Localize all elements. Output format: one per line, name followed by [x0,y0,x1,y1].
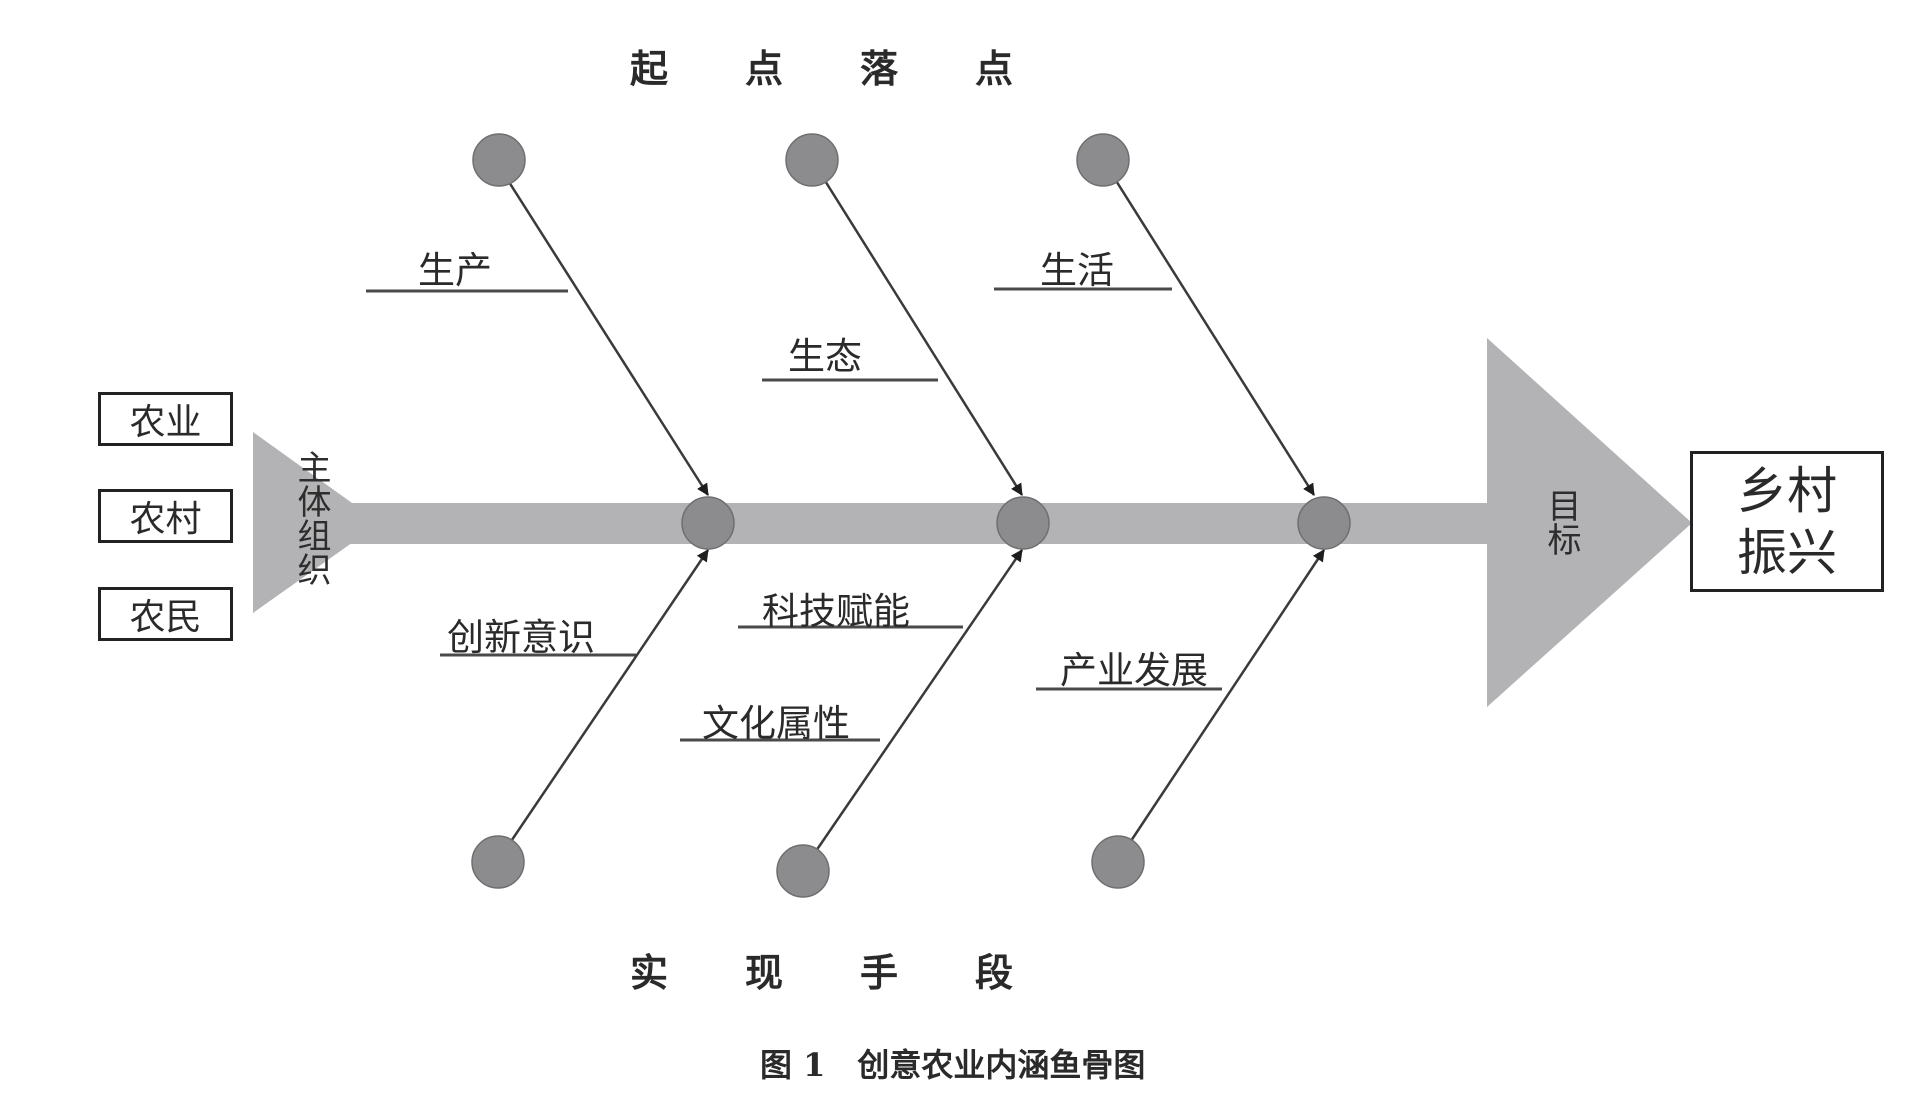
subject-box-countryside: 农村 [98,489,233,543]
bottom-node-1 [471,835,525,889]
header-bottom: 实现手段 [630,950,1091,995]
subject-box-farmers: 农民 [98,587,233,641]
label-shengchan: 生产 [418,249,492,292]
bone-bottom-3 [1115,549,1326,863]
bone-bottom-2 [801,549,1024,871]
bone-top-3 [1101,159,1316,496]
spine-node-2 [996,496,1050,550]
goal-line-1: 乡村 [1737,461,1837,520]
subject-box-agriculture: 农业 [98,392,233,446]
spine-node-3 [1297,496,1351,550]
tail-triangle [253,432,380,613]
label-chuangxin: 创新意识 [447,616,595,659]
goal-box: 乡村 振兴 [1690,451,1884,592]
top-node-3 [1076,133,1130,187]
bottom-node-2 [776,844,830,898]
bottom-node-3 [1091,835,1145,889]
spine-node-1 [681,496,735,550]
label-chanye: 产业发展 [1060,649,1208,692]
top-node-1 [472,133,526,187]
head-triangle [1487,338,1692,707]
bone-top-2 [810,159,1024,496]
head-label: 目标 [1541,488,1581,556]
top-node-2 [785,133,839,187]
tail-label: 主体组织 [291,450,331,586]
header-top: 起点落点 [630,46,1091,91]
label-shengtai: 生态 [788,335,862,378]
label-shenghuo: 生活 [1040,249,1114,292]
bone-bottom-1 [495,549,710,863]
label-keji: 科技赋能 [762,590,910,633]
bone-top-1 [493,159,710,496]
goal-line-2: 振兴 [1737,523,1837,582]
figure-caption: 图 1 创意农业内涵鱼骨图 [760,1046,1146,1084]
label-wenhua: 文化属性 [702,702,850,745]
